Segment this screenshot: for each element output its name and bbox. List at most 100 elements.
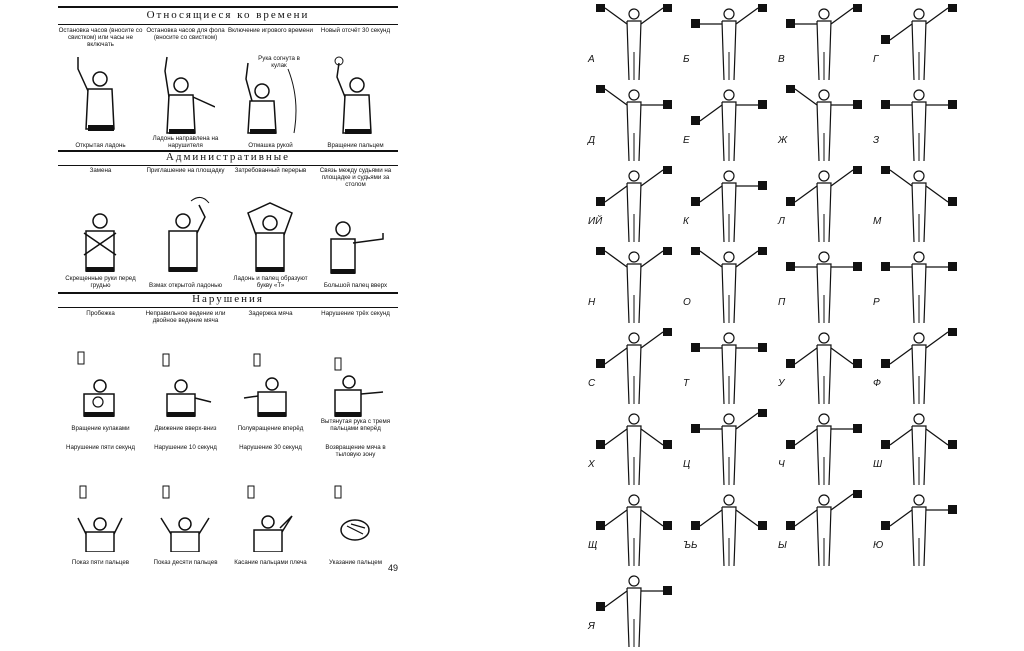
semaphore-letter: У [772, 328, 867, 408]
semaphore-letter: Ш [867, 409, 962, 489]
referee-figure-icon [243, 353, 287, 417]
referee-figure-icon [334, 56, 372, 134]
semaphore-letter-label: О [683, 297, 691, 308]
semaphore-letter: А [582, 4, 677, 84]
semaphore-letter: Ч [772, 409, 867, 489]
semaphore-letter: Я [582, 571, 677, 651]
signal-three-seconds: Нарушение трёх секунд Вытянутая рука с т… [320, 310, 391, 432]
flag-signaller-icon [596, 85, 672, 162]
referee-figure-icon [334, 357, 384, 417]
semaphore-letter: С [582, 328, 677, 408]
signal-stop-clock: Остановка часов (вносите со свистком) ил… [58, 27, 143, 149]
flag-signaller-icon [881, 166, 957, 243]
semaphore-letter: Ф [867, 328, 962, 408]
flag-signaller-icon [596, 166, 672, 243]
referee-figure-icon [247, 485, 293, 552]
referee-figure-icon [83, 213, 117, 272]
semaphore-letter-label: Х [588, 459, 595, 470]
semaphore-letter-label: М [873, 216, 882, 227]
flag-signaller-icon [786, 166, 862, 243]
flag-signaller-icon [691, 332, 767, 405]
semaphore-letter-label: Г [873, 54, 879, 65]
top-rule [58, 6, 398, 8]
signal-beckon: Приглашение на площадку Взмах открытой л… [146, 167, 225, 289]
semaphore-letter: М [867, 166, 962, 246]
semaphore-letter: ЪЬ [677, 490, 772, 570]
semaphore-letter: П [772, 247, 867, 327]
flag-signaller-icon [596, 4, 672, 81]
semaphore-letter: Ы [772, 490, 867, 570]
flag-signaller-icon [786, 4, 862, 81]
flag-signaller-icon [786, 490, 862, 567]
flag-signaller-icon [786, 251, 862, 324]
semaphore-letter-label: ИЙ [588, 216, 603, 227]
flag-signaller-icon [786, 85, 862, 162]
semaphore-letter: Л [772, 166, 867, 246]
semaphore-letter-label: У [778, 378, 785, 389]
referee-figure-icon [330, 221, 384, 274]
semaphore-letter: З [867, 85, 962, 165]
semaphore-letter-label: В [778, 54, 785, 65]
signal-thirty-seconds: Нарушение 30 секунд Касание пальцами пле… [234, 444, 307, 566]
section-title-admin: Административные [165, 151, 291, 163]
flag-signaller-icon [596, 247, 672, 324]
semaphore-letter-label: Е [683, 135, 690, 146]
signal-travelling: Пробежка Вращение кулаками [71, 310, 130, 432]
semaphore-letter-label: Щ [588, 540, 598, 551]
semaphore-letter-label: Б [683, 54, 690, 65]
signal-backcourt: Возвращение мяча в тыловую зону Указание… [325, 444, 386, 566]
referee-figure-icon [160, 485, 210, 552]
semaphore-letter-label: Н [588, 297, 596, 308]
signal-start-clock: Включение игрового времени Рука согнута … [228, 27, 313, 149]
semaphore-letter-label: Л [778, 216, 785, 227]
semaphore-letter-label: Т [683, 378, 690, 389]
signal-stop-clock-foul: Остановка часов для фола (вносите со сви… [146, 27, 225, 149]
semaphore-letter: Б [677, 4, 772, 84]
flag-signaller-icon [691, 409, 767, 486]
semaphore-letter-label: Ш [873, 459, 883, 470]
signal-substitution: Замена Скрещенные руки перед грудью [65, 167, 136, 289]
semaphore-letter: Ю [867, 490, 962, 570]
semaphore-letter-label: Д [588, 135, 596, 146]
section-title-time: Относящиеся ко времени [146, 9, 310, 21]
flag-signaller-icon [786, 332, 862, 405]
semaphore-letter: Г [867, 4, 962, 84]
semaphore-letter: Щ [582, 490, 677, 570]
referee-figure-icon [168, 197, 210, 272]
semaphore-letter: ИЙ [582, 166, 677, 246]
flag-signaller-icon [596, 328, 672, 405]
semaphore-letter-label: Ц [683, 459, 691, 470]
referee-signals-page: Относящиеся ко времени Остановка часов (… [58, 0, 400, 576]
flag-signaller-icon [881, 89, 957, 162]
referee-figure-icon [247, 202, 293, 272]
signal-illegal-dribble: Неправильное ведение или двойное ведение… [145, 310, 226, 432]
semaphore-letter: К [677, 166, 772, 246]
semaphore-letter: Д [582, 85, 677, 165]
semaphore-letter: В [772, 4, 867, 84]
semaphore-letter-label: А [588, 54, 595, 65]
flag-signaller-icon [786, 413, 862, 486]
referee-figure-icon [164, 56, 215, 134]
flag-signaller-icon [881, 494, 957, 567]
flag-signaller-icon [596, 413, 672, 486]
semaphore-letter: Х [582, 409, 677, 489]
semaphore-letter: Ж [772, 85, 867, 165]
semaphore-letter: Ц [677, 409, 772, 489]
semaphore-letter-label: З [873, 135, 880, 146]
flag-signaller-icon [691, 4, 767, 81]
semaphore-letter: Н [582, 247, 677, 327]
flag-signaller-icon [596, 494, 672, 567]
semaphore-letter-label: Я [588, 621, 595, 632]
semaphore-letter-label: Р [873, 297, 880, 308]
flag-signaller-icon [881, 413, 957, 486]
semaphore-letter-label: С [588, 378, 596, 389]
page-number: 49 [388, 563, 399, 573]
semaphore-letter-label: П [778, 297, 786, 308]
semaphore-letter-label: К [683, 216, 689, 227]
rule [58, 150, 398, 152]
rule [58, 24, 398, 25]
signal-timeout: Затребованный перерыв Ладонь и палец обр… [233, 167, 308, 289]
flag-signaller-icon [881, 251, 957, 324]
semaphore-letter-label: Ю [873, 540, 884, 551]
